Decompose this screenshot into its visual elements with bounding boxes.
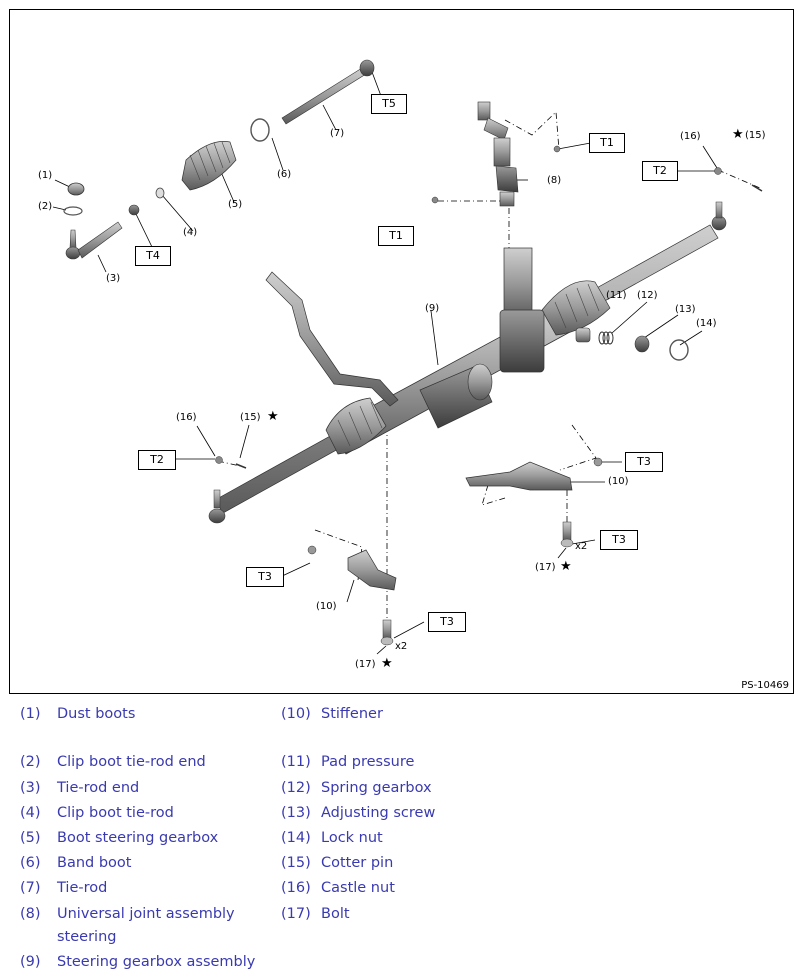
legend-text: Universal joint assembly steering	[57, 906, 235, 945]
band-boot-part	[250, 118, 270, 142]
legend-text: Tie-rod	[57, 880, 108, 896]
legend-text: Castle nut	[321, 880, 395, 896]
steering-gearbox-part	[208, 201, 727, 524]
clip-boot-tie-rod-part	[155, 187, 165, 199]
legend-number: (1)	[20, 706, 41, 722]
callout-10: (10)	[316, 601, 337, 612]
callout-16: (16)	[680, 131, 701, 142]
legend-number: (7)	[20, 880, 41, 896]
parts-legend: (1) Dust boots (2) Clip boot tie-rod end…	[0, 700, 804, 980]
castle-nut-part	[215, 456, 223, 464]
callout-2: (2)	[38, 201, 53, 212]
legend-text: Lock nut	[321, 830, 383, 846]
leader-lines	[52, 71, 718, 655]
torque-label-t1: T1	[378, 226, 414, 246]
dust-boot-part	[67, 182, 85, 196]
callout-4: (4)	[183, 227, 198, 238]
exploded-diagram: (1) (2) (3) (4) (5) (6) (7) (8) (9) (10)…	[9, 9, 794, 694]
callout-15: (15)	[745, 130, 766, 141]
callout-5: (5)	[228, 199, 243, 210]
legend-number: (13)	[281, 805, 311, 821]
legend-number: (3)	[20, 780, 41, 796]
stiffener-part	[465, 457, 603, 491]
star-marker: ★	[732, 127, 744, 142]
tie-rod-nut-part	[128, 204, 140, 216]
callout-10: (10)	[608, 476, 629, 487]
torque-label-t2: T2	[642, 161, 678, 181]
callout-9: (9)	[425, 303, 440, 314]
quantity-label: x2	[575, 541, 588, 552]
callout-16: (16)	[176, 412, 197, 423]
callout-11: (11)	[606, 290, 627, 301]
legend-text: Bolt	[321, 906, 350, 922]
legend-number: (17)	[281, 906, 311, 922]
star-marker: ★	[267, 409, 279, 424]
callout-8: (8)	[547, 175, 562, 186]
legend-number: (2)	[20, 754, 41, 770]
torque-label-t5: T5	[371, 94, 407, 114]
legend-number: (4)	[20, 805, 41, 821]
figure-id: PS-10469	[741, 680, 789, 691]
torque-label-t2: T2	[138, 450, 176, 470]
star-marker: ★	[381, 656, 393, 671]
universal-joint-part	[431, 101, 561, 207]
lock-nut-part	[669, 339, 689, 361]
legend-number: (6)	[20, 855, 41, 871]
diagram-artwork	[52, 59, 763, 655]
legend-number: (8)	[20, 906, 41, 922]
adjusting-screw-part	[634, 335, 650, 353]
boot-steering-gearbox-part	[181, 141, 237, 191]
legend-text: Spring gearbox	[321, 780, 432, 796]
callout-1: (1)	[38, 170, 53, 181]
callout-15: (15)	[240, 412, 261, 423]
legend-number: (5)	[20, 830, 41, 846]
tie-rod-part	[281, 59, 375, 125]
legend-number: (9)	[20, 954, 41, 970]
legend-text: Pad pressure	[321, 754, 415, 770]
torque-label-t1: T1	[589, 133, 625, 153]
callout-3: (3)	[106, 273, 121, 284]
torque-label-t4: T4	[135, 246, 171, 266]
legend-text: Clip boot tie-rod end	[57, 754, 206, 770]
torque-label-t3: T3	[246, 567, 284, 587]
legend-text: Band boot	[57, 855, 132, 871]
torque-label-t3: T3	[625, 452, 663, 472]
torque-label-t3: T3	[600, 530, 638, 550]
torque-label-t3: T3	[428, 612, 466, 632]
legend-number: (12)	[281, 780, 311, 796]
callout-17: (17)	[355, 659, 376, 670]
star-marker: ★	[560, 559, 572, 574]
callout-14: (14)	[696, 318, 717, 329]
legend-text: Steering gearbox assembly	[57, 954, 256, 970]
spring-gearbox-part	[598, 331, 614, 345]
legend-number: (10)	[281, 706, 311, 722]
callout-17: (17)	[535, 562, 556, 573]
callout-7: (7)	[330, 128, 345, 139]
bolt-part	[560, 521, 574, 548]
legend-number: (14)	[281, 830, 311, 846]
legend-number: (15)	[281, 855, 311, 871]
cotter-pin-part	[751, 184, 763, 192]
legend-text: Adjusting screw	[321, 805, 436, 821]
stiffener-part	[307, 545, 397, 591]
cotter-pin-part	[235, 463, 247, 469]
legend-text: Boot steering gearbox	[57, 830, 219, 846]
legend-text: Dust boots	[57, 706, 136, 722]
tie-rod-end-part	[65, 221, 123, 260]
legend-number: (16)	[281, 880, 311, 896]
callout-13: (13)	[675, 304, 696, 315]
legend-number: (11)	[281, 754, 311, 770]
pad-pressure-part	[575, 327, 591, 343]
castle-nut-part	[714, 167, 722, 175]
legend-text: Tie-rod end	[57, 780, 140, 796]
clip-ring-part	[63, 206, 83, 216]
quantity-label: x2	[395, 641, 408, 652]
legend-text: Stiffener	[321, 706, 383, 722]
legend-text: Clip boot tie-rod	[57, 805, 174, 821]
bolt-part	[380, 619, 394, 646]
callout-12: (12)	[637, 290, 658, 301]
legend-text: Cotter pin	[321, 855, 394, 871]
callout-6: (6)	[277, 169, 292, 180]
